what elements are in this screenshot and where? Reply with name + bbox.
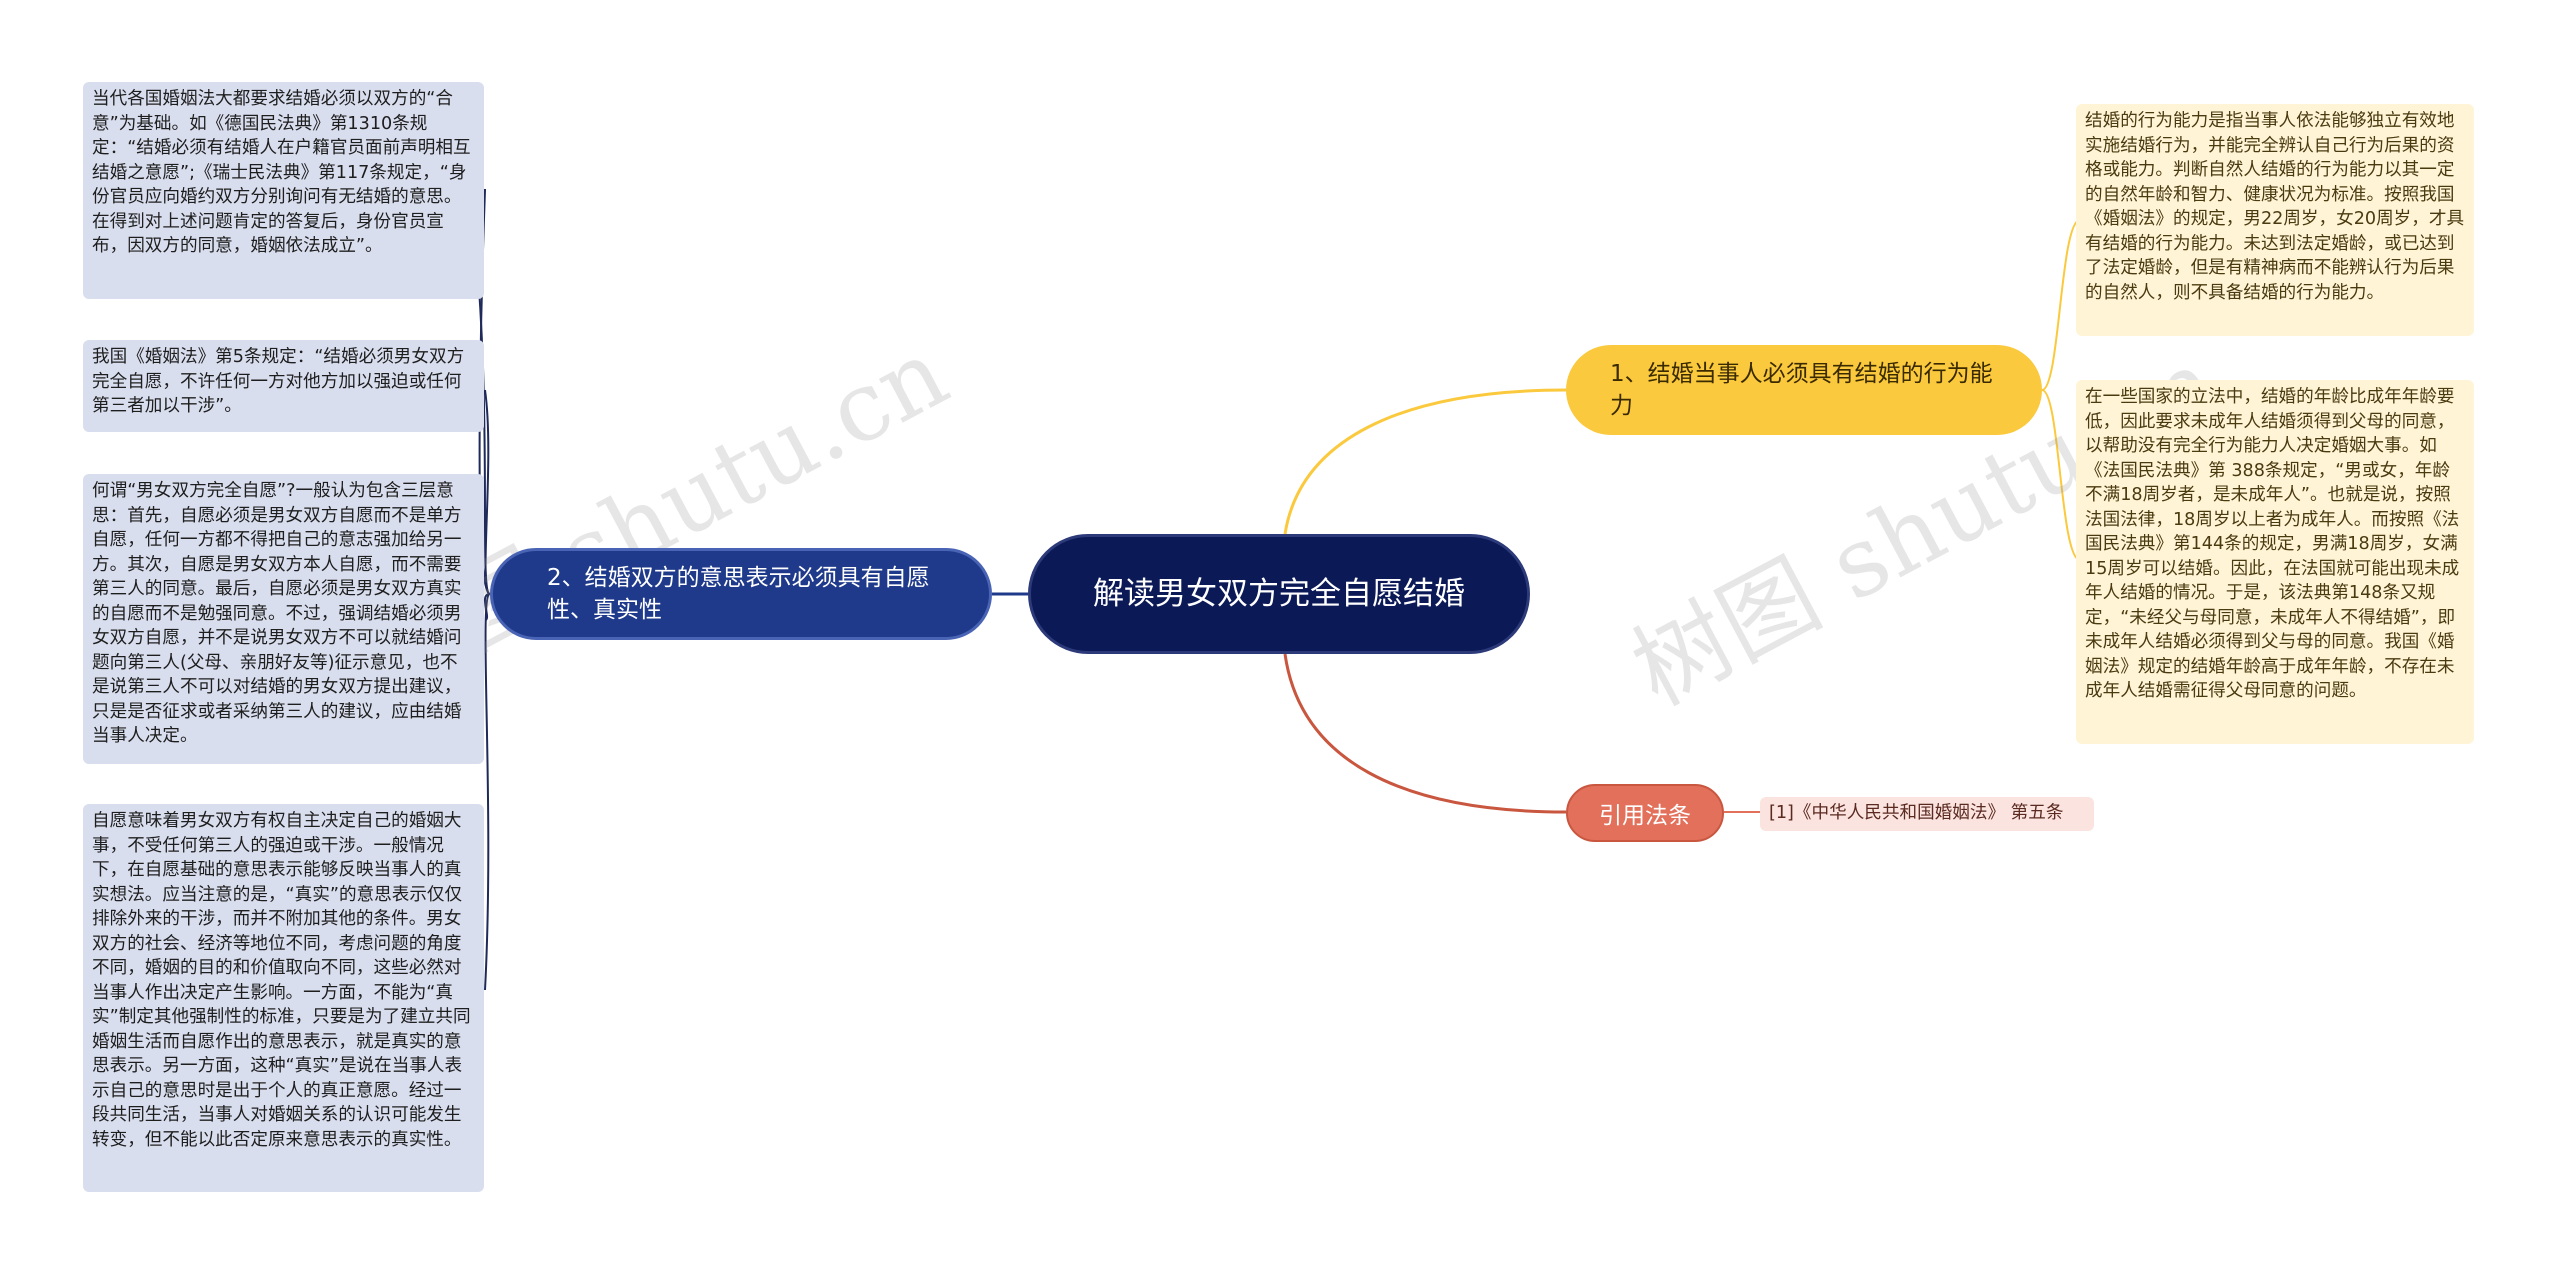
link-root-branch1 xyxy=(1283,388,1567,535)
leaf-citation[interactable]: [1]《中华人民共和国婚姻法》 第五条 xyxy=(1760,797,2094,831)
root-node[interactable]: 解读男女双方完全自愿结婚 xyxy=(1028,534,1530,654)
branch-label: 引用法条 xyxy=(1599,803,1691,829)
leaf-genuine-intent[interactable]: 自愿意味着男女双方有权自主决定自己的婚姻大事，不受任何第三人的强迫或干涉。一般情… xyxy=(83,804,484,1192)
link-branch1-leaf2 xyxy=(2041,389,2081,561)
leaf-foreign-law[interactable]: 在一些国家的立法中，结婚的年龄比成年年龄要低，因此要求未成年人结婚须得到父母的同… xyxy=(2076,380,2474,744)
leaf-three-meanings[interactable]: 何谓“男女双方完全自愿”?一般认为包含三层意思：首先，自愿必须是男女双方自愿而不… xyxy=(83,474,484,764)
branch-label: 2、结婚双方的意思表示必须具有自愿性、真实性 xyxy=(547,565,930,623)
leaf-marriage-law-art5[interactable]: 我国《婚姻法》第5条规定：“结婚必须男女双方完全自愿，不许任何一方对他方加以强迫… xyxy=(83,340,484,432)
link-branch1-leaf1 xyxy=(2041,219,2081,391)
branch-node-capacity[interactable]: 1、结婚当事人必须具有结婚的行为能力 xyxy=(1566,345,2042,435)
leaf-foreign-consent[interactable]: 当代各国婚姻法大都要求结婚必须以双方的“合意”为基础。如《德国民法典》第1310… xyxy=(83,82,484,299)
root-title: 解读男女双方完全自愿结婚 xyxy=(1093,576,1465,612)
leaf-capacity-definition[interactable]: 结婚的行为能力是指当事人依法能够独立有效地实施结婚行为，并能完全辨认自己行为后果… xyxy=(2076,104,2474,336)
branch-node-voluntary[interactable]: 2、结婚双方的意思表示必须具有自愿性、真实性 xyxy=(490,548,992,640)
branch-node-citation[interactable]: 引用法条 xyxy=(1566,784,1724,842)
branch-label: 1、结婚当事人必须具有结婚的行为能力 xyxy=(1610,361,1993,419)
link-root-branch3 xyxy=(1283,653,1567,814)
